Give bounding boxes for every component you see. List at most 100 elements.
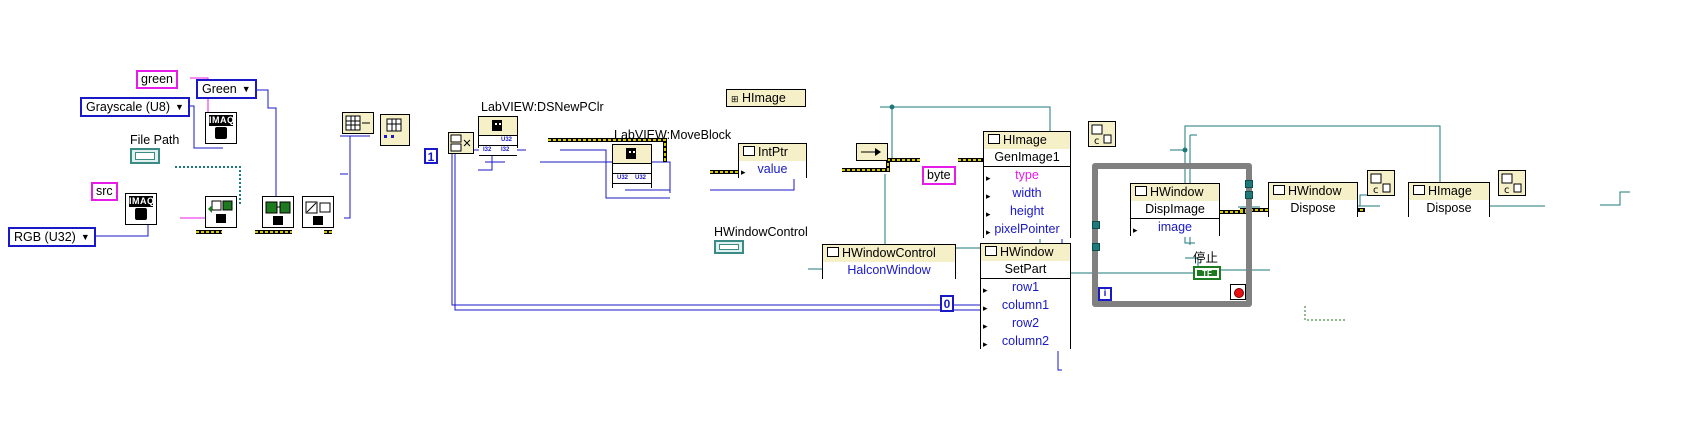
stop-if-true-icon bbox=[1234, 288, 1244, 298]
hwindowcontrol-terminal[interactable] bbox=[714, 240, 744, 254]
svg-text:c: c bbox=[1504, 185, 1510, 195]
method-icon bbox=[988, 134, 1000, 144]
intptr-value-param[interactable]: ▸ value bbox=[739, 161, 806, 179]
genimage1-pixelpointer-param[interactable]: ▸pixelPointer bbox=[984, 221, 1070, 239]
grayscale-type-enum[interactable]: Grayscale (U8) ▼ bbox=[80, 97, 190, 117]
setpart-method-node[interactable]: HWindow SetPart ▸row1 ▸column1 ▸row2 ▸co… bbox=[980, 243, 1071, 351]
himage-constructor-node[interactable]: ⊞ HImage bbox=[726, 89, 806, 107]
byte-string-value: byte bbox=[927, 168, 951, 182]
imaq-label: IMAQ bbox=[129, 196, 155, 207]
multiply-glyph-icon bbox=[450, 134, 471, 152]
close-reference-icon[interactable]: c bbox=[1088, 121, 1116, 147]
path-icon bbox=[135, 152, 155, 160]
width-param-label: width bbox=[1012, 186, 1042, 200]
halconwindow-property[interactable]: HalconWindow bbox=[823, 262, 955, 280]
pixelpointer-param-label: pixelPointer bbox=[994, 222, 1060, 236]
one-numeric-value: 1 bbox=[427, 150, 435, 164]
column2-label: column2 bbox=[1001, 334, 1050, 348]
genimage1-method-name: GenImage1 bbox=[984, 149, 1070, 167]
imaq-create-src-icon[interactable]: IMAQ bbox=[125, 193, 157, 225]
genimage1-class: HImage bbox=[1003, 133, 1047, 147]
to-more-generic-class-icon[interactable] bbox=[856, 143, 888, 161]
input-arrow-icon: ▸ bbox=[983, 321, 988, 331]
genimage1-method-node[interactable]: HImage GenImage1 ▸type ▸width ▸height ▸p… bbox=[983, 131, 1071, 239]
hwindowcontrol-label: HWindowControl bbox=[714, 225, 808, 239]
setpart-header: HWindow bbox=[981, 244, 1070, 262]
loop-output-tunnel bbox=[1245, 180, 1253, 188]
while-loop-structure[interactable] bbox=[1092, 163, 1252, 307]
himage-constructor-label: HImage bbox=[742, 91, 786, 105]
close-ref-glyph-icon: c bbox=[1091, 124, 1112, 147]
rgb-type-value: RGB (U32) bbox=[14, 230, 76, 244]
close-ref-glyph-icon: c bbox=[1501, 173, 1522, 196]
read-file-glyph-icon bbox=[208, 200, 233, 223]
column1-label: column1 bbox=[1001, 298, 1050, 312]
call-library-moveblock-node[interactable]: U32 U32 bbox=[612, 144, 652, 189]
dispose-himage-node[interactable]: HImage Dispose bbox=[1408, 182, 1490, 217]
hwindowcontrol-property-node[interactable]: HWindowControl HalconWindow bbox=[822, 244, 956, 280]
imaq-read-file-icon[interactable] bbox=[205, 196, 237, 228]
cfn-type-tag: U32 bbox=[501, 137, 513, 143]
cfn-header bbox=[479, 117, 517, 136]
rgb-type-enum[interactable]: RGB (U32)▼ bbox=[8, 227, 96, 247]
array-glyph-icon bbox=[345, 115, 370, 131]
call-library-dsnewpclr-node[interactable]: U32 I32 I32 bbox=[478, 116, 518, 156]
dispimage-header: HWindow bbox=[1131, 184, 1219, 202]
file-path-control-terminal[interactable] bbox=[130, 148, 160, 164]
dispose-hwindow-node[interactable]: HWindow Dispose bbox=[1268, 182, 1358, 217]
imaq-create-glyph bbox=[215, 127, 227, 139]
file-path-label: File Path bbox=[130, 133, 180, 147]
dispimage-method-name: DispImage bbox=[1131, 201, 1219, 219]
close-reference-icon[interactable]: c bbox=[1498, 170, 1526, 196]
setpart-row1-param[interactable]: ▸row1 bbox=[981, 279, 1070, 298]
src-string-constant[interactable]: src bbox=[91, 182, 118, 201]
setpart-column2-param[interactable]: ▸column2 bbox=[981, 333, 1070, 351]
halconwindow-label: HalconWindow bbox=[847, 263, 931, 277]
loop-condition-terminal[interactable] bbox=[1230, 284, 1246, 300]
genimage1-width-param[interactable]: ▸width bbox=[984, 185, 1070, 204]
dispose-himage-class: HImage bbox=[1428, 184, 1472, 198]
grayscale-type-value: Grayscale (U8) bbox=[86, 100, 171, 114]
zero-numeric-constant[interactable]: 0 bbox=[940, 295, 954, 312]
iteration-terminal: i bbox=[1098, 287, 1112, 301]
imaq-create-green-icon[interactable]: IMAQ bbox=[205, 112, 237, 144]
dispimage-method-node[interactable]: HWindow DispImage ▸ image bbox=[1130, 183, 1220, 237]
byte-string-constant[interactable]: byte bbox=[922, 166, 956, 185]
intptr-constructor-node[interactable]: IntPtr ▸ value bbox=[738, 143, 807, 179]
cfn-type-tag: I32 bbox=[483, 147, 492, 153]
cfn-type-tag: U32 bbox=[617, 175, 629, 181]
cast-glyph-icon bbox=[861, 148, 881, 156]
green-plane-enum[interactable]: Green▼ bbox=[196, 79, 257, 99]
cfn-row bbox=[613, 164, 651, 174]
boolean-tf-label: TF bbox=[1197, 270, 1217, 278]
extract-plane-glyph-icon bbox=[265, 201, 291, 225]
imaq-image-to-array-icon[interactable] bbox=[302, 196, 334, 228]
building-icon bbox=[626, 148, 636, 159]
array-size-icon[interactable] bbox=[380, 114, 410, 146]
src-string-value: src bbox=[96, 184, 113, 198]
dispimage-image-param[interactable]: ▸ image bbox=[1131, 219, 1219, 237]
imaq-extract-plane-icon[interactable] bbox=[262, 196, 294, 228]
setpart-row2-param[interactable]: ▸row2 bbox=[981, 315, 1070, 334]
imaq-create-glyph bbox=[135, 208, 147, 220]
genimage1-type-param[interactable]: ▸type bbox=[984, 167, 1070, 186]
input-arrow-icon: ▸ bbox=[983, 285, 988, 295]
green-string-constant[interactable]: green bbox=[136, 70, 178, 89]
one-numeric-constant[interactable]: 1 bbox=[424, 148, 438, 164]
image-param-label: image bbox=[1157, 220, 1193, 234]
property-icon bbox=[827, 247, 839, 257]
hwindowcontrol-prop-title: HWindowControl bbox=[842, 246, 936, 260]
dsnewpclr-label: LabVIEW:DSNewPClr bbox=[481, 100, 604, 114]
dotnet-ref-icon: ⊞ bbox=[731, 94, 739, 104]
green-plane-value: Green bbox=[202, 82, 237, 96]
loop-input-tunnel bbox=[1092, 243, 1100, 251]
genimage1-height-param[interactable]: ▸height bbox=[984, 203, 1070, 222]
stop-button-terminal[interactable]: TF bbox=[1193, 266, 1221, 280]
array-to-cluster-icon[interactable] bbox=[342, 112, 374, 134]
close-reference-icon[interactable]: c bbox=[1367, 170, 1395, 196]
setpart-column1-param[interactable]: ▸column1 bbox=[981, 297, 1070, 316]
multiply-icon[interactable] bbox=[448, 132, 474, 154]
input-arrow-icon: ▸ bbox=[1133, 225, 1138, 235]
dropdown-arrow-icon: ▼ bbox=[175, 102, 184, 112]
cfn-type-tag: I32 bbox=[501, 147, 510, 153]
